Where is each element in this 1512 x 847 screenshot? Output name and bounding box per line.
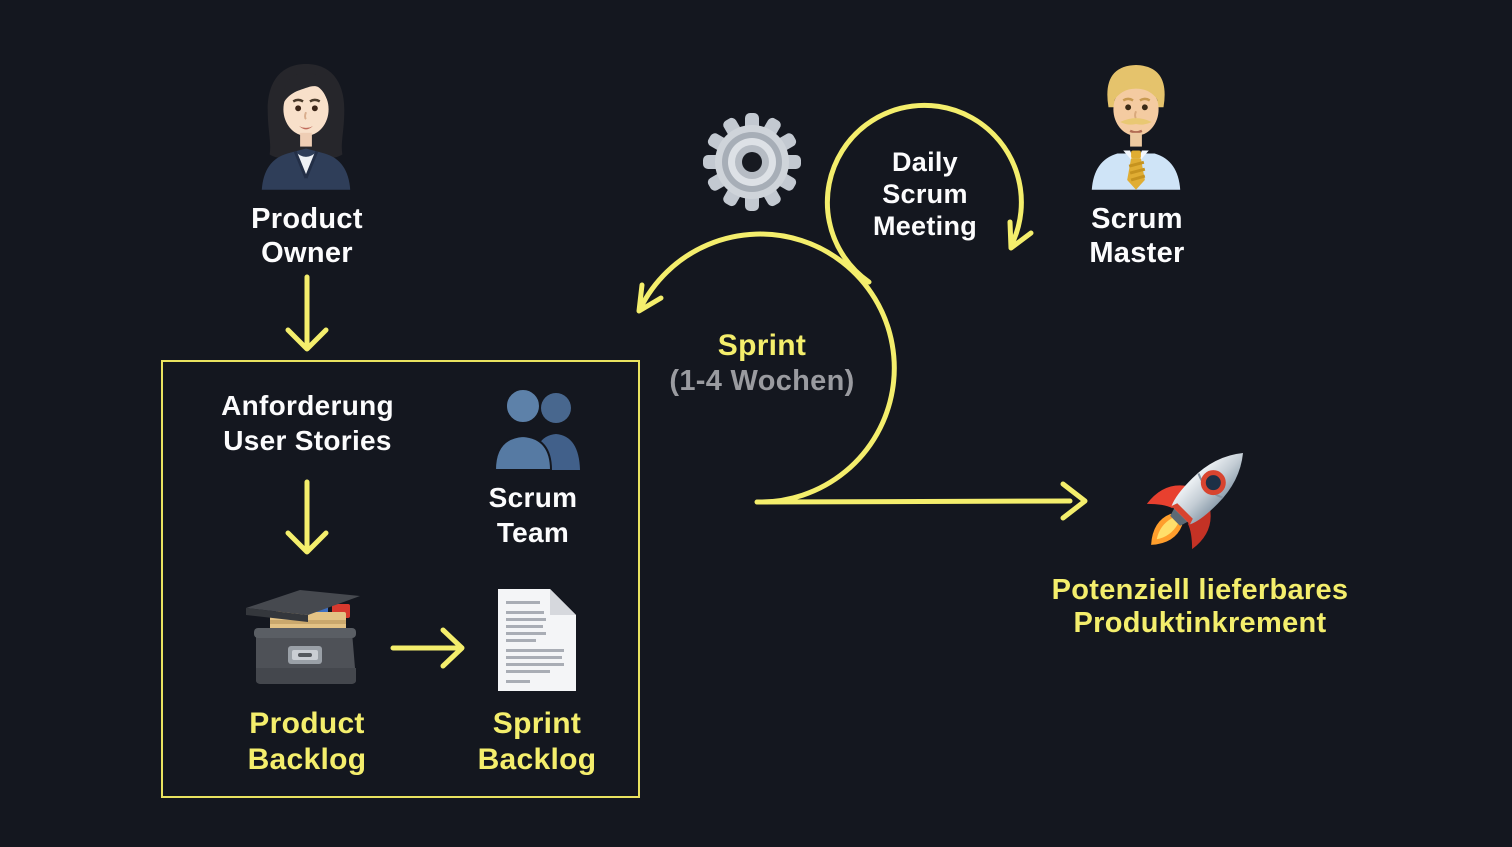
gear-icon <box>702 112 802 212</box>
sprint-loop-arrow <box>637 231 1073 505</box>
sprint-label: Sprint <box>717 329 807 362</box>
product-owner-label: Product Owner <box>251 203 363 269</box>
sprint-backlog-label: Sprint Backlog <box>477 707 597 776</box>
arrow-requirements-to-product-backlog <box>285 479 329 555</box>
daily-scrum-loop-arrow <box>824 102 1024 285</box>
page-facing-up-icon <box>494 587 580 693</box>
arrow-product-backlog-to-sprint-backlog <box>390 627 465 669</box>
scrum-master-label: Scrum Master <box>1089 203 1185 269</box>
scrum-team-label: Scrum Team <box>488 482 578 548</box>
arrow-to-increment-head <box>1060 481 1088 521</box>
woman-office-worker-icon <box>250 56 362 190</box>
card-file-box-icon <box>242 586 366 688</box>
product-increment-label: Potenziell lieferbares Produktinkrement <box>1051 574 1349 639</box>
daily-scrum-meeting-label: Daily Scrum Meeting <box>872 147 978 241</box>
sprint-loop-arrowhead <box>636 282 664 314</box>
arrow-product-owner-to-box <box>285 274 329 352</box>
requirements-label: Anforderung User Stories <box>221 390 394 456</box>
busts-in-silhouette-icon <box>489 384 589 470</box>
product-backlog-label: Product Backlog <box>247 707 367 776</box>
man-office-worker-icon <box>1080 56 1192 190</box>
backlog-box <box>161 360 640 798</box>
daily-scrum-loop-arrowhead <box>1007 219 1034 251</box>
rocket-icon <box>1138 432 1272 564</box>
sprint-duration-label: (1-4 Wochen) <box>669 365 855 397</box>
